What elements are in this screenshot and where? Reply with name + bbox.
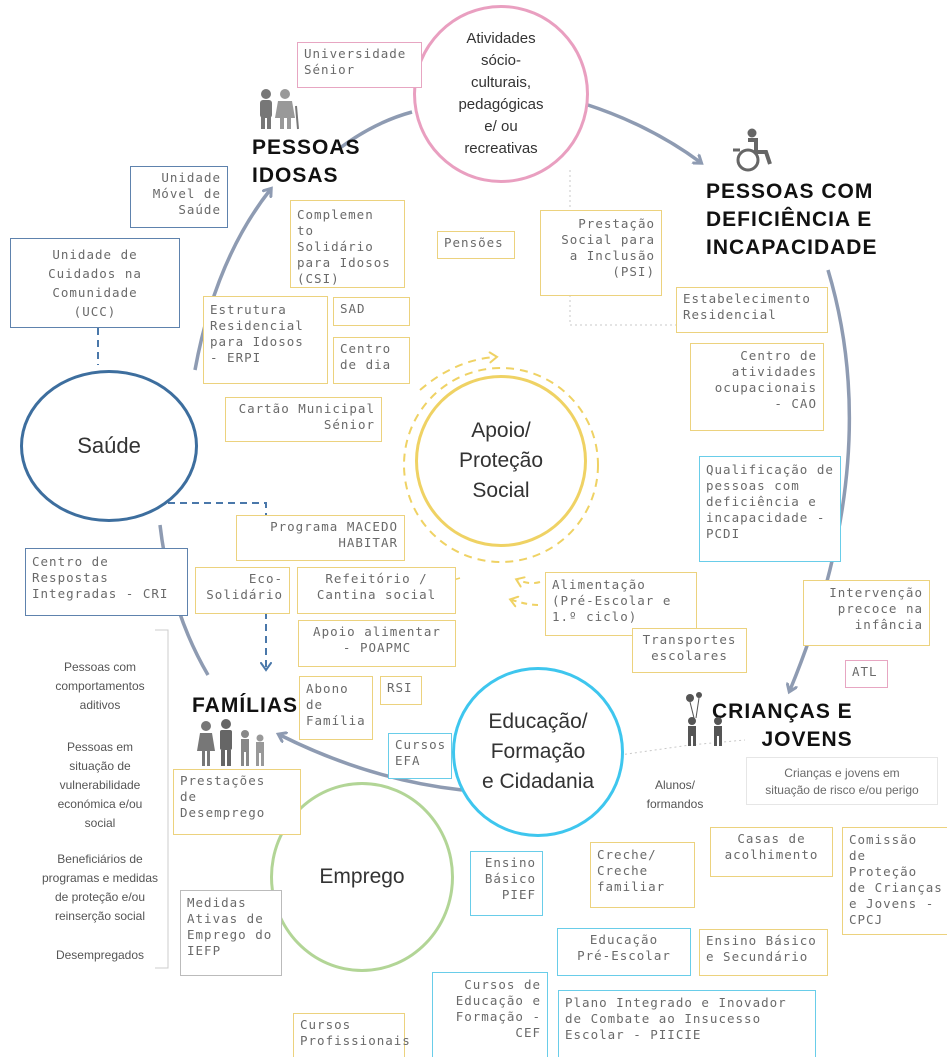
sad-box: SAD — [333, 297, 410, 326]
families-group-beneficiaries: Beneficiários de programas e medidas de … — [41, 852, 159, 923]
unidade-movel-box: Unidade Móvel de Saúde — [130, 166, 228, 228]
alimentacao-box: Alimentação (Pré-Escolar e 1.º ciclo) — [545, 572, 697, 636]
cursos-profissionais-box: Cursos Profissionais — [293, 1013, 410, 1057]
cartao-municipal-box: Cartão Municipal Sénior — [225, 397, 382, 442]
criancas-risco-box: Crianças e jovens em situação de risco e… — [746, 757, 938, 805]
universidade-senior-box: Universidade Sénior — [297, 42, 422, 88]
cycle-arc-activities-to-disability — [584, 102, 700, 162]
family-icon — [197, 719, 264, 766]
casas-acolhimento-box: Casas de acolhimento — [710, 827, 833, 877]
poapmc-box: Apoio alimentar - POAPMC — [298, 620, 456, 667]
families-heading: FAMÍLIAS — [192, 694, 298, 717]
iefp-box: Medidas Ativas de Emprego do IEFP — [180, 890, 282, 976]
families-group-vulnerable: Pessoas em situação de vulnerabilidade e… — [57, 740, 143, 830]
activities-circle: Atividades sócio- culturais, pedagógicas… — [413, 5, 589, 183]
erpi-box: Estrutura Residencial para Idosos - ERPI — [203, 296, 328, 384]
macedo-habitar-box: Programa MACEDO HABITAR — [236, 515, 405, 561]
wheelchair-icon — [733, 128, 772, 172]
estabelecimento-box: Estabelecimento Residencial — [676, 287, 828, 333]
intervencao-precoce-box: Intervenção precoce na infância — [803, 580, 930, 646]
refeitorio-box: Refeitório / Cantina social — [297, 567, 456, 614]
disability-heading: PESSOAS COM DEFICIÊNCIA E INCAPACIDADE — [706, 180, 878, 259]
ensino-basico-secundario-box: Ensino Básico e Secundário — [699, 929, 828, 976]
families-group-unemployed: Desempregados — [55, 948, 145, 962]
ensino-basico-pief-box: Ensino Básico PIEF — [470, 851, 543, 916]
psi-box: Prestação Social para a Inclusão (PSI) — [540, 210, 662, 296]
efa-box: Cursos EFA — [388, 733, 452, 779]
education-circle: Educação/ Formação e Cidadania — [452, 667, 624, 837]
youth-heading: CRIANÇAS E JOVENS — [712, 700, 853, 751]
centro-dia-box: Centro de dia — [333, 337, 410, 384]
cycle-arc-health-to-elderly — [193, 190, 270, 371]
pcdi-box: Qualificação de pessoas com deficiência … — [699, 456, 841, 562]
ucc-box: Unidade de Cuidados na Comunidade (UCC) — [10, 238, 180, 328]
creche-box: Creche/ Creche familiar — [590, 842, 695, 908]
cef-box: Cursos de Educação e Formação - CEF — [432, 972, 548, 1057]
health-circle: Saúde — [20, 370, 198, 522]
csi-box: Complemen to Solidário para Idosos (CSI) — [290, 200, 405, 288]
children-balloons-icon — [686, 692, 722, 746]
cri-box: Centro de Respostas Integradas - CRI — [25, 548, 188, 616]
transportes-box: Transportes escolares — [632, 628, 747, 673]
cpcj-box: Comissão de Proteção de Crianças e Joven… — [842, 827, 947, 935]
cycle-arc-education-to-families — [280, 735, 463, 792]
rsi-box: RSI — [380, 676, 422, 705]
educacao-preescolar-box: Educação Pré-Escolar — [557, 928, 691, 976]
cycle-arc-elderly-to-activities — [338, 110, 413, 150]
atl-box: ATL — [845, 660, 888, 688]
elderly-heading: PESSOAS IDOSAS — [252, 136, 361, 187]
families-group-addictive: Pessoas com comportamentos aditivos — [55, 660, 145, 712]
elderly-couple-icon — [260, 89, 299, 130]
cao-box: Centro de atividades ocupacionais - CAO — [690, 343, 824, 431]
prestacoes-desemprego-box: Prestações de Desemprego — [173, 769, 301, 835]
eco-solidario-box: Eco- Solidário — [195, 567, 290, 614]
social-support-circle: Apoio/ Proteção Social — [415, 375, 587, 547]
pensoes-box: Pensões — [437, 231, 515, 259]
piicie-box: Plano Integrado e Inovador de Combate ao… — [558, 990, 816, 1057]
alunos-formandos-label: Alunos/ formandos — [646, 778, 704, 811]
abono-box: Abono de Família — [299, 676, 373, 740]
